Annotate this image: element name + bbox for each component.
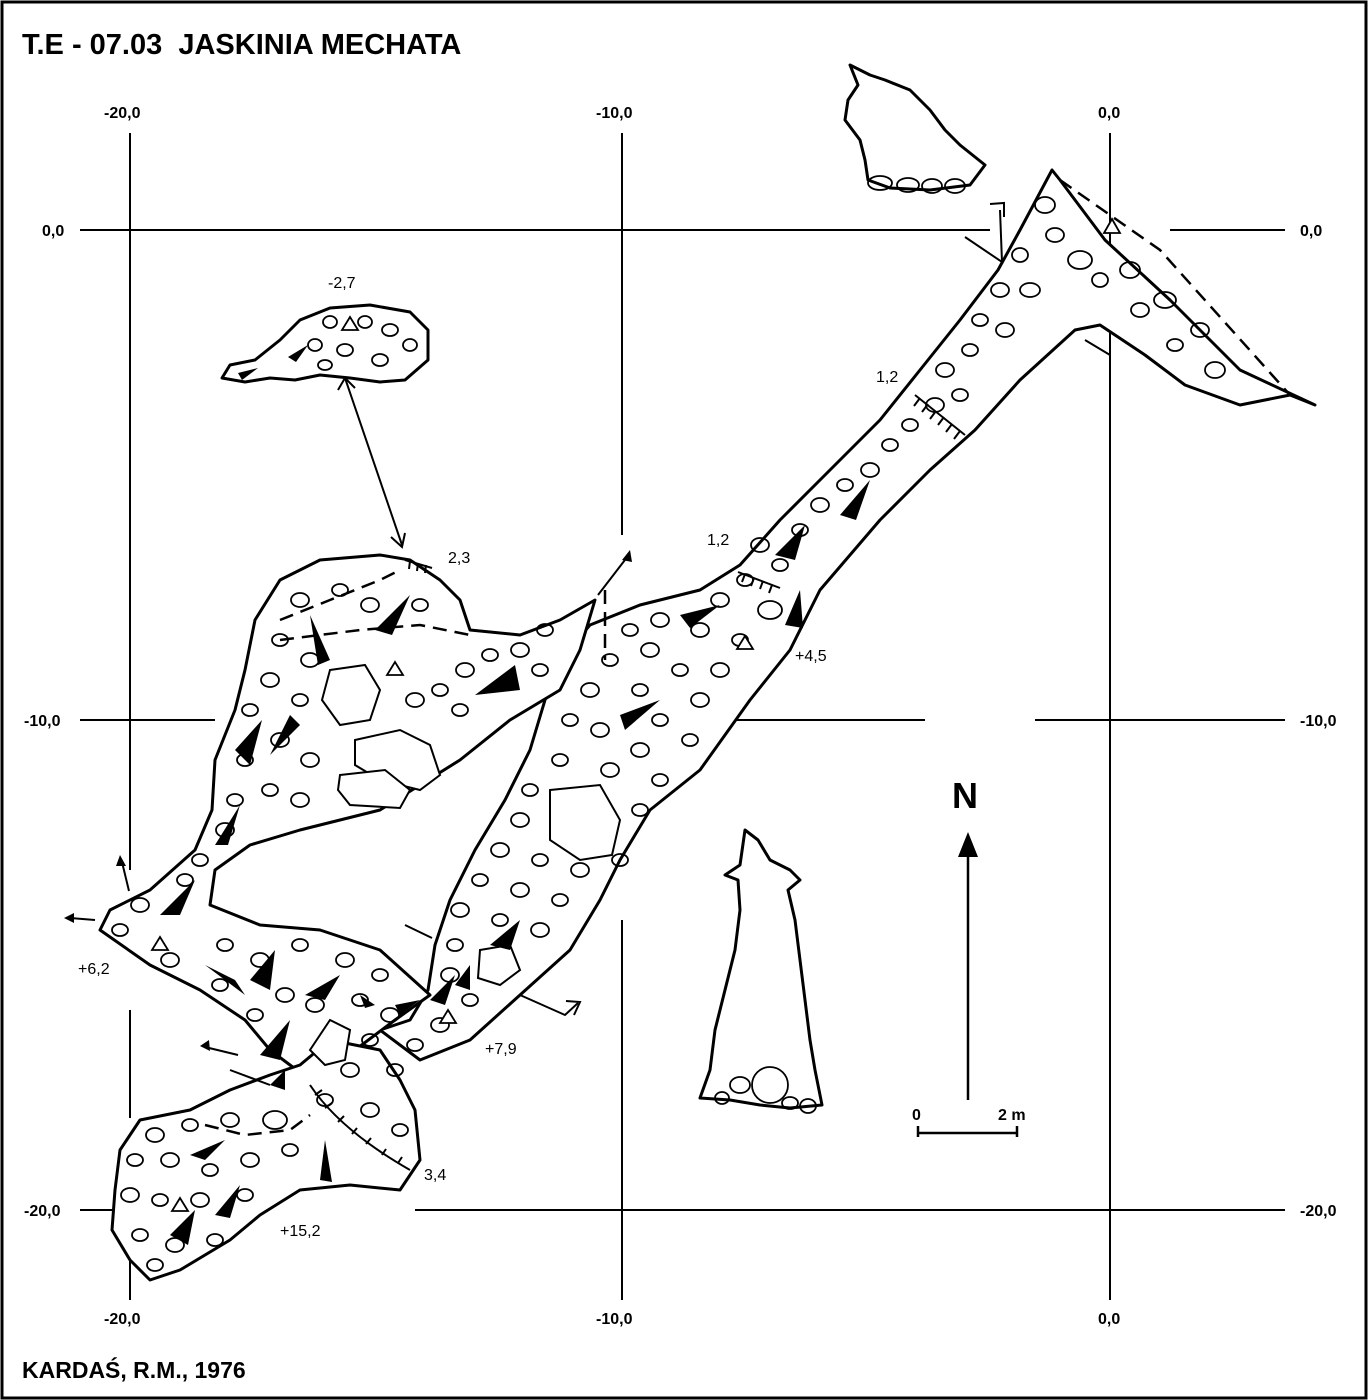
direction-arrows — [69, 201, 1111, 1086]
depth-label: 3,4 — [424, 1167, 446, 1184]
grid-label-left: -20,0 — [24, 1203, 61, 1220]
grid-label-left: 0,0 — [42, 223, 64, 240]
scale-bar: 0 2 m — [912, 1107, 1026, 1137]
section-profile-right — [698, 828, 824, 1110]
grid-label-left: -10,0 — [24, 713, 61, 730]
rubble-stones — [111, 175, 1226, 1272]
grid-label-bottom: 0,0 — [1098, 1311, 1120, 1328]
survey-stations — [150, 217, 1122, 1212]
pillars — [308, 663, 622, 1067]
isolated-chamber-top — [220, 303, 430, 384]
scale-end-label: 2 m — [998, 1107, 1026, 1124]
grid-label-right: 0,0 — [1300, 223, 1322, 240]
depth-label: +7,9 — [485, 1041, 517, 1058]
depth-label: +6,2 — [78, 961, 110, 978]
depth-label: 1,2 — [876, 369, 898, 386]
north-label: N — [952, 775, 978, 816]
grid-label-right: -10,0 — [1300, 713, 1337, 730]
step-hachures — [309, 394, 966, 1171]
small-arrowheads — [64, 550, 632, 1051]
left-hall — [98, 553, 597, 1082]
depth-label: +4,5 — [795, 648, 827, 665]
depth-label: +15,2 — [280, 1223, 321, 1240]
scale-start-label: 0 — [912, 1107, 921, 1124]
author-credit: KARDAŚ, R.M., 1976 — [22, 1356, 246, 1383]
map-title: T.E - 07.03 JASKINIA MECHATA — [22, 29, 461, 61]
north-arrow: N — [952, 775, 978, 1100]
grid-label-top: -10,0 — [596, 105, 633, 122]
grid-label-right: -20,0 — [1300, 1203, 1337, 1220]
grid-labels: -20,0 -10,0 0,0 -20,0 -10,0 0,0 0,0 -10,… — [24, 105, 1337, 1328]
grid-label-bottom: -10,0 — [596, 1311, 633, 1328]
depth-label: 1,2 — [707, 532, 729, 549]
grid-lines — [80, 133, 1285, 1300]
depth-label: -2,7 — [328, 275, 356, 292]
depth-label: 2,3 — [448, 550, 470, 567]
section-profile-top — [843, 63, 987, 192]
grid-label-top: -20,0 — [104, 105, 141, 122]
grid-label-bottom: -20,0 — [104, 1311, 141, 1328]
slope-markers — [160, 345, 870, 1245]
depth-labels: -2,7 2,3 1,2 1,2 +4,5 +6,2 +7,9 3,4 +15,… — [78, 275, 898, 1240]
grid-label-top: 0,0 — [1098, 105, 1120, 122]
